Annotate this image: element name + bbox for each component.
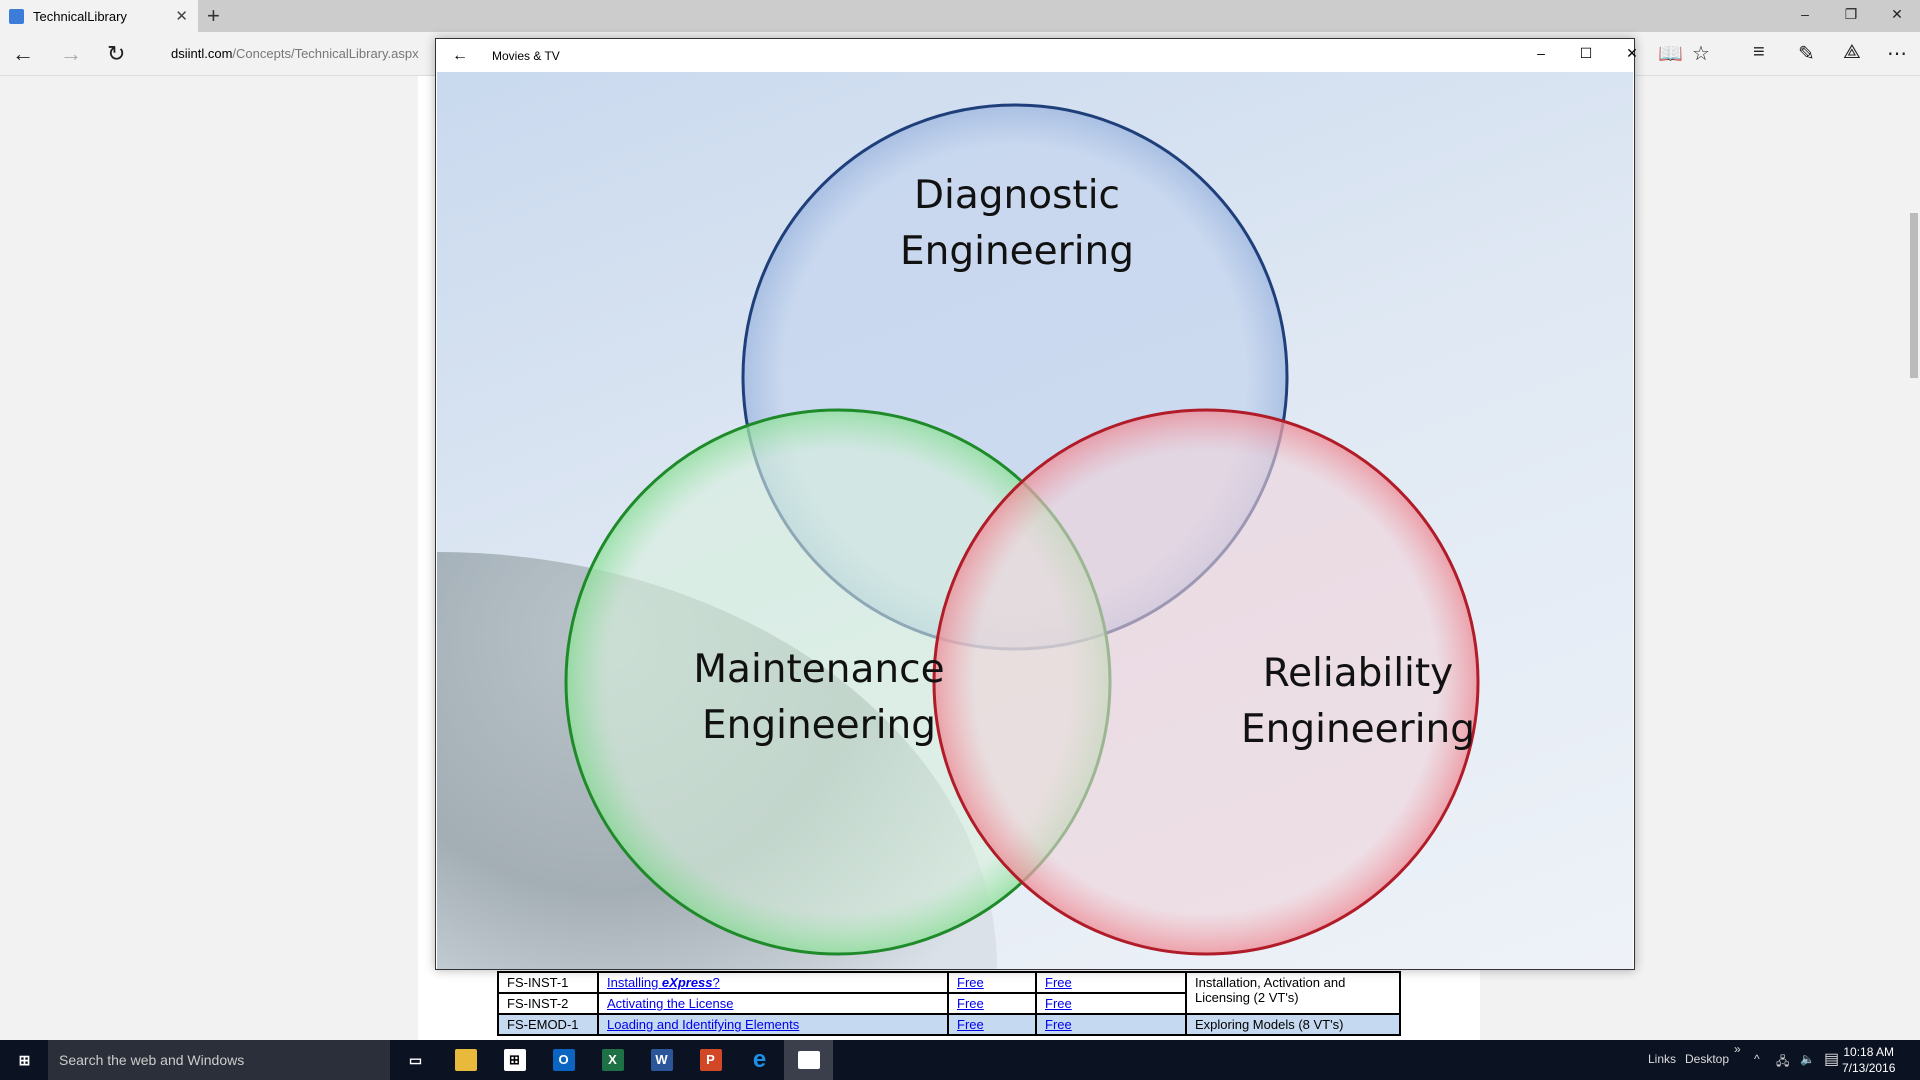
technical-library-table: FS-INST-1 Installing eXpress? Free Free … xyxy=(497,971,1401,1036)
back-icon[interactable]: ← xyxy=(452,46,468,64)
title-text: Installing xyxy=(607,975,662,990)
search-box[interactable]: Search the web and Windows xyxy=(48,1040,390,1080)
free-link[interactable]: Free xyxy=(1045,996,1072,1011)
cell-title: Installing eXpress? xyxy=(597,971,949,994)
web-note-icon[interactable]: ✎ xyxy=(1798,43,1815,65)
powerpoint-icon[interactable]: P xyxy=(686,1040,735,1080)
free-link[interactable]: Free xyxy=(957,975,984,990)
close-button[interactable]: ✕ xyxy=(1891,6,1903,22)
reliability-circle xyxy=(932,408,1480,956)
window-title-bar[interactable]: ← Movies & TV – ☐ ✕ xyxy=(436,39,1638,72)
tab-technical-library[interactable]: TechnicalLibrary ✕ xyxy=(0,0,198,32)
refresh-icon[interactable]: ↻ xyxy=(107,41,126,66)
network-icon[interactable]: 🖧 xyxy=(1776,1054,1790,1068)
new-tab-button[interactable]: + xyxy=(207,3,220,28)
url-path: /Concepts/TechnicalLibrary.aspx xyxy=(232,46,419,61)
url-field[interactable]: dsiintl.com/Concepts/TechnicalLibrary.as… xyxy=(171,46,419,61)
venn-diagram xyxy=(564,103,1480,956)
edge-icon[interactable]: e xyxy=(752,1046,767,1073)
show-hidden-icons-icon[interactable]: ^ xyxy=(1754,1052,1760,1066)
minimize-button[interactable]: – xyxy=(1537,45,1545,61)
cell-id: FS-INST-2 xyxy=(497,992,599,1015)
restore-button[interactable]: ❐ xyxy=(1844,6,1858,22)
clock[interactable]: 10:18 AM 7/13/2016 xyxy=(1842,1044,1895,1076)
share-icon[interactable]: ⟁ xyxy=(1843,41,1861,63)
label-line: Maintenance xyxy=(693,647,945,692)
task-view-icon[interactable]: ▭ xyxy=(408,1051,423,1068)
label-line: Engineering xyxy=(900,229,1134,274)
close-tab-icon[interactable]: ✕ xyxy=(175,8,188,25)
date: 7/13/2016 xyxy=(1842,1061,1896,1075)
cell-id: FS-INST-1 xyxy=(497,971,599,994)
links-toolbar[interactable]: Links xyxy=(1648,1052,1677,1066)
label-line: Reliability xyxy=(1262,651,1454,696)
site-favicon-icon xyxy=(9,8,24,24)
url-domain: dsiintl.com xyxy=(171,46,233,61)
tab-title: TechnicalLibrary xyxy=(33,8,127,24)
action-center-icon[interactable]: ▤ xyxy=(1824,1051,1840,1068)
table-row: FS-EMOD-1 Loading and Identifying Elemen… xyxy=(497,1013,1401,1036)
start-windows-icon[interactable]: ⊞ xyxy=(18,1051,31,1068)
label-line: Engineering xyxy=(702,703,936,748)
time: 10:18 AM xyxy=(1843,1045,1895,1059)
movies-tv-icon[interactable] xyxy=(784,1040,833,1080)
taskbar: ⊞ Search the web and Windows ▭ ⊞ O X W P… xyxy=(0,1040,1920,1080)
toolbar-overflow-icon[interactable]: » xyxy=(1734,1042,1741,1056)
group-cell: Exploring Models (8 VT's) xyxy=(1185,1013,1401,1036)
reading-view-icon[interactable]: 📖 xyxy=(1658,43,1683,65)
hub-icon[interactable]: ≡ xyxy=(1753,41,1765,63)
table-row: FS-INST-1 Installing eXpress? Free Free … xyxy=(497,971,1401,1015)
label-line: Diagnostic xyxy=(914,173,1120,218)
close-button[interactable]: ✕ xyxy=(1626,45,1638,61)
excel-icon[interactable]: X xyxy=(588,1040,637,1080)
free-link[interactable]: Free xyxy=(1045,975,1072,990)
word-icon[interactable]: W xyxy=(637,1040,686,1080)
cell-id: FS-EMOD-1 xyxy=(497,1013,599,1036)
forward-icon[interactable]: → xyxy=(60,41,82,66)
title-link[interactable]: Loading and Identifying Elements xyxy=(607,1017,800,1032)
desktop-toolbar[interactable]: Desktop xyxy=(1685,1052,1730,1066)
table-row: FS-INST-2 Activating the License Free Fr… xyxy=(497,992,1400,1015)
label-line: Engineering xyxy=(1241,707,1475,752)
group-cell: Installation, Activation and Licensing (… xyxy=(1185,971,1401,1015)
page-scrollbar[interactable] xyxy=(1908,76,1920,1040)
tab-strip: TechnicalLibrary ✕ + – ❐ ✕ xyxy=(0,0,1920,32)
free-link[interactable]: Free xyxy=(957,1017,984,1032)
title-emphasis: eXpress xyxy=(661,975,713,990)
volume-icon[interactable]: 🔈 xyxy=(1800,1052,1815,1066)
free-link[interactable]: Free xyxy=(1045,1017,1072,1032)
title-suffix: ? xyxy=(712,975,720,990)
free-link[interactable]: Free xyxy=(957,996,984,1011)
store-icon[interactable]: ⊞ xyxy=(490,1040,539,1080)
window-title: Movies & TV xyxy=(492,48,560,63)
title-link[interactable]: Installing eXpress? xyxy=(607,975,720,990)
more-icon[interactable]: ⋯ xyxy=(1887,43,1907,65)
maximize-button[interactable]: ☐ xyxy=(1579,45,1593,61)
title-link[interactable]: Activating the License xyxy=(607,996,734,1011)
minimize-button[interactable]: – xyxy=(1801,6,1809,22)
favorite-star-icon[interactable]: ☆ xyxy=(1692,43,1710,65)
outlook-icon[interactable]: O xyxy=(539,1040,588,1080)
file-explorer-icon[interactable] xyxy=(441,1040,490,1080)
scrollbar-thumb[interactable] xyxy=(1910,213,1918,378)
back-icon[interactable]: ← xyxy=(12,41,34,66)
